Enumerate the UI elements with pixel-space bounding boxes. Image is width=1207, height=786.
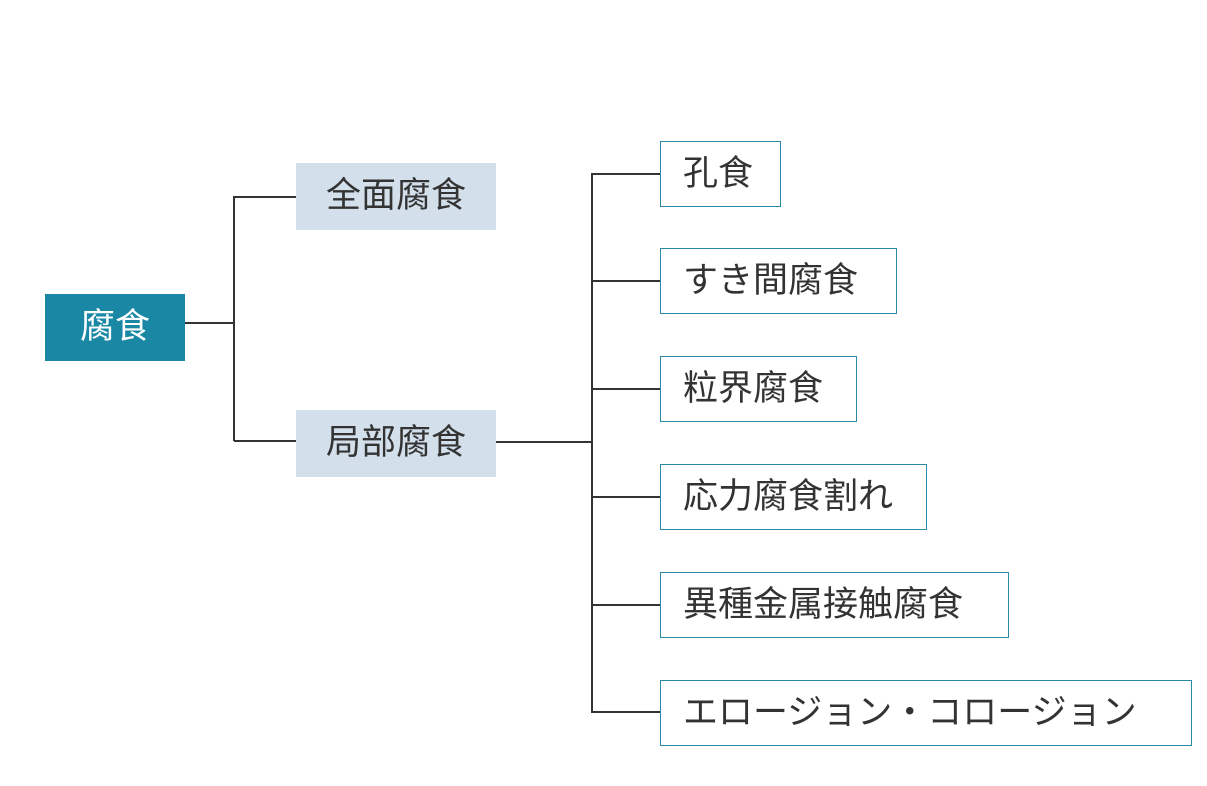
leaf-label-crevice: すき間腐食 (683, 260, 859, 301)
leaf-label-pitting: 孔食 (683, 153, 754, 194)
root-node: 腐食 (45, 294, 185, 361)
category-label-local: 局部腐食 (325, 423, 466, 463)
leaf-label-intergranular: 粒界腐食 (683, 368, 824, 409)
category-label-general: 全面腐食 (325, 176, 466, 216)
leaf-label-galvanic: 異種金属接触腐食 (683, 584, 964, 625)
category-node-general: 全面腐食 (296, 163, 496, 230)
leaf-node-stress-corrosion-cracking: 応力腐食割れ (660, 464, 927, 530)
leaf-node-galvanic: 異種金属接触腐食 (660, 572, 1009, 638)
leaf-node-pitting: 孔食 (660, 141, 781, 207)
leaf-label-stress-corrosion-cracking: 応力腐食割れ (683, 476, 894, 517)
leaf-node-intergranular: 粒界腐食 (660, 356, 857, 422)
leaf-node-crevice: すき間腐食 (660, 248, 897, 314)
leaf-label-erosion-corrosion: エロージョン・コロージョン (683, 692, 1137, 733)
category-node-local: 局部腐食 (296, 410, 496, 477)
leaf-node-erosion-corrosion: エロージョン・コロージョン (660, 680, 1192, 746)
root-label: 腐食 (79, 307, 150, 347)
